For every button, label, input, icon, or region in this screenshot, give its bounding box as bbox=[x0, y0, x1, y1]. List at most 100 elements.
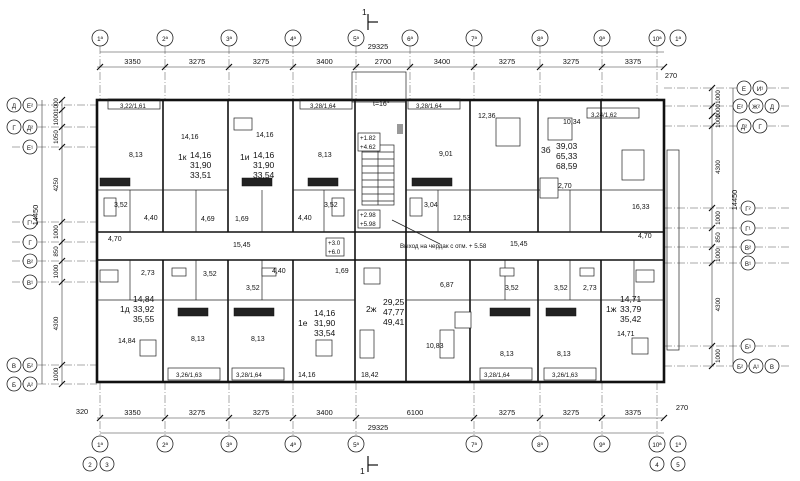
axis-marker bbox=[748, 358, 764, 374]
room-area: 4,70 bbox=[638, 233, 652, 240]
axis-marker bbox=[220, 29, 238, 47]
axis-marker bbox=[22, 357, 38, 373]
apartment-id: 1е bbox=[298, 318, 308, 328]
section-mark-label: 1 bbox=[360, 466, 365, 476]
room-area: 3,52 bbox=[554, 285, 568, 292]
room-areas: 3,22/1,61 3,28/1,64 3,28/1,64 3,24/1,62 … bbox=[108, 103, 652, 379]
room-area: 3,28/1,64 bbox=[310, 103, 336, 110]
apartment-id: 3б bbox=[541, 145, 551, 155]
axis-marker bbox=[156, 29, 174, 47]
room-area: 3,52 bbox=[505, 285, 519, 292]
apartment-area: 33,54 bbox=[314, 328, 336, 338]
axis-marker bbox=[22, 119, 38, 135]
axis-marker-label: 10ª bbox=[652, 442, 662, 449]
dimension-value: 14450 bbox=[730, 190, 739, 211]
room-area: 3,26/1,63 bbox=[552, 372, 578, 379]
dimension-tick bbox=[225, 414, 233, 422]
room-area: 3,52 bbox=[246, 285, 260, 292]
axis-marker-label: И¹ bbox=[757, 86, 764, 93]
axis-marker bbox=[669, 29, 687, 47]
dimension-value: 3350 bbox=[124, 57, 140, 66]
building-walls bbox=[95, 98, 666, 384]
axis-marker bbox=[764, 358, 780, 374]
dimension-tick bbox=[708, 112, 716, 120]
dimension-value: 1000 bbox=[53, 367, 60, 381]
axis-marker bbox=[531, 435, 549, 453]
axis-marker bbox=[156, 435, 174, 453]
axis-marker-label: 1ª bbox=[675, 442, 681, 449]
axis-marker bbox=[6, 97, 22, 113]
dimension-value: 1000 bbox=[715, 349, 722, 363]
dimension-value: 4300 bbox=[53, 316, 60, 330]
stair-note: t=16° bbox=[373, 100, 390, 108]
axis-marker bbox=[401, 29, 419, 47]
apartment-area: 35,42 bbox=[620, 314, 642, 324]
dimension-tick bbox=[96, 414, 104, 422]
room-area: 3,52 bbox=[203, 271, 217, 278]
room-area: 3,52 bbox=[324, 202, 338, 209]
dimension-value: 29325 bbox=[368, 423, 389, 432]
axis-marker-label: 5ª bbox=[353, 36, 359, 43]
apartment-area: 47,77 bbox=[383, 307, 405, 317]
room-area: 15,45 bbox=[233, 242, 251, 249]
dimension-tick bbox=[708, 259, 716, 267]
room-area: 8,13 bbox=[500, 351, 514, 358]
axis-marker bbox=[649, 456, 665, 472]
apartment-area: 68,59 bbox=[556, 161, 578, 171]
axis-marker bbox=[669, 435, 687, 453]
axis-marker bbox=[284, 29, 302, 47]
dimension-tick bbox=[161, 63, 169, 71]
room-area: 12,36 bbox=[478, 113, 496, 120]
level-marks: +1.82 +4.62 +2.98 +5.98 +3.0 +6.0 bbox=[325, 132, 381, 257]
dimension-tick bbox=[708, 102, 716, 110]
dimension-tick bbox=[58, 143, 66, 151]
axis-marker bbox=[347, 29, 365, 47]
dimension-value: 6100 bbox=[407, 408, 423, 417]
axis-marker-label: Д² bbox=[27, 125, 33, 132]
axis-marker-label: 2ª bbox=[162, 442, 168, 449]
axis-marker-label: Г¹ bbox=[745, 226, 750, 233]
attic-exit-note: Выход на чердак с отм. + 5.58 bbox=[400, 243, 487, 250]
dimension-value: 850 bbox=[715, 232, 722, 243]
room-area: 4,69 bbox=[201, 216, 215, 223]
dimension-tick bbox=[161, 414, 169, 422]
room-area: 8,13 bbox=[318, 152, 332, 159]
axis-marker-label: 4 bbox=[655, 462, 659, 469]
dimension-value: 1000 bbox=[715, 248, 722, 262]
axis-marker bbox=[736, 118, 752, 134]
dimension-tick bbox=[470, 414, 478, 422]
axis-marker-label: 4ª bbox=[290, 36, 296, 43]
dimension-tick bbox=[660, 414, 668, 422]
axis-marker bbox=[22, 274, 38, 290]
room-area: 3,26/1,63 bbox=[176, 372, 202, 379]
balconies bbox=[107, 98, 680, 381]
apartment-area: 65,33 bbox=[556, 151, 578, 161]
axis-marker-label: 7ª bbox=[471, 442, 477, 449]
axis-marker-label: Б bbox=[12, 382, 16, 389]
level-mark: +3.0 bbox=[328, 240, 341, 247]
dimension-value: 3275 bbox=[499, 408, 515, 417]
apartment-labels: 1к 14,16 31,90 33,51 1и 14,16 31,90 33,5… bbox=[120, 141, 642, 338]
dimension-tick bbox=[598, 63, 606, 71]
axis-marker-label: 2ª bbox=[162, 36, 168, 43]
axis-marker-label: 5ª bbox=[353, 442, 359, 449]
axis-marker bbox=[91, 29, 109, 47]
dimension-value: 3400 bbox=[316, 408, 332, 417]
room-area: 4,40 bbox=[272, 268, 286, 275]
apartment-area: 49,41 bbox=[383, 317, 405, 327]
dimension-tick bbox=[708, 342, 716, 350]
apartment-3b: 3б 39,03 65,33 68,59 bbox=[541, 141, 578, 171]
dimension-tick bbox=[708, 362, 716, 370]
dimension-tick bbox=[289, 414, 297, 422]
axis-marker bbox=[593, 435, 611, 453]
dimension-tick bbox=[58, 361, 66, 369]
axis-marker-label: В² bbox=[27, 259, 33, 266]
apartment-1k: 1к 14,16 31,90 33,51 bbox=[178, 150, 212, 180]
dimension-value: 1000 bbox=[715, 114, 722, 128]
room-area: 3,04 bbox=[424, 202, 438, 209]
room-area: 3,28/1,64 bbox=[484, 372, 510, 379]
apartment-area: 14,84 bbox=[133, 294, 155, 304]
axis-marker bbox=[736, 80, 752, 96]
